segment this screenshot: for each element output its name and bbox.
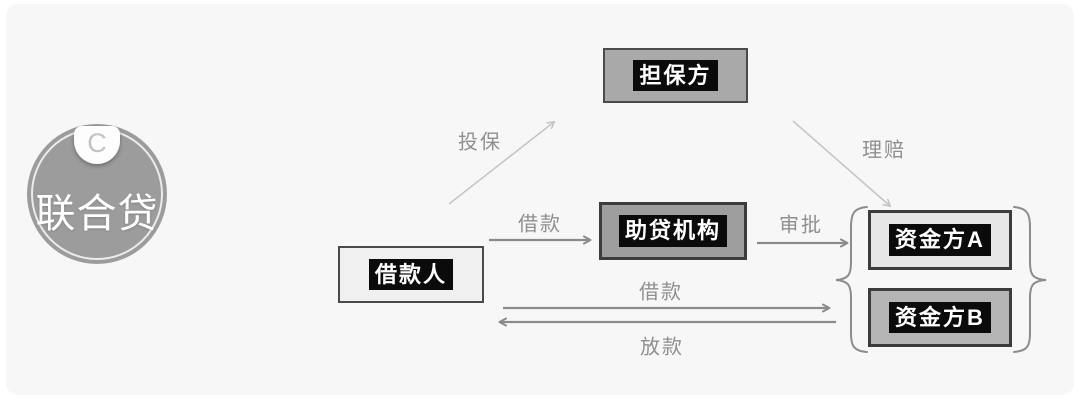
edge-label-insure: 投保 — [458, 131, 502, 154]
edge-label-claim: 理赔 — [862, 139, 906, 162]
node-funder-a: 资金方A — [868, 210, 1012, 270]
node-guarantor-label: 担保方 — [633, 59, 718, 92]
arrow-claim — [792, 120, 892, 208]
edge-label-approve: 审批 — [779, 214, 823, 237]
node-facilitator-label: 助贷机构 — [618, 215, 727, 247]
node-borrower: 借款人 — [338, 246, 484, 303]
brace-left — [835, 206, 868, 353]
edge-label-borrow-bottom: 借款 — [639, 281, 683, 304]
edge-label-borrow-top: 借款 — [518, 213, 562, 236]
node-funder-b: 资金方B — [868, 288, 1012, 347]
node-funder-a-label: 资金方A — [889, 224, 991, 256]
node-guarantor: 担保方 — [603, 48, 748, 103]
node-facilitator: 助贷机构 — [599, 202, 747, 260]
brand-badge-letter: C — [87, 128, 107, 158]
node-borrower-label: 借款人 — [368, 258, 453, 291]
edge-label-disburse: 放款 — [640, 336, 684, 359]
brand-circle: 联合贷 C — [27, 124, 167, 264]
arrow-insure — [448, 120, 556, 205]
brace-right — [1013, 206, 1047, 353]
brand-badge: C — [74, 126, 120, 164]
brand-title: 联合贷 — [35, 192, 159, 236]
node-funder-b-label: 资金方B — [889, 301, 991, 334]
